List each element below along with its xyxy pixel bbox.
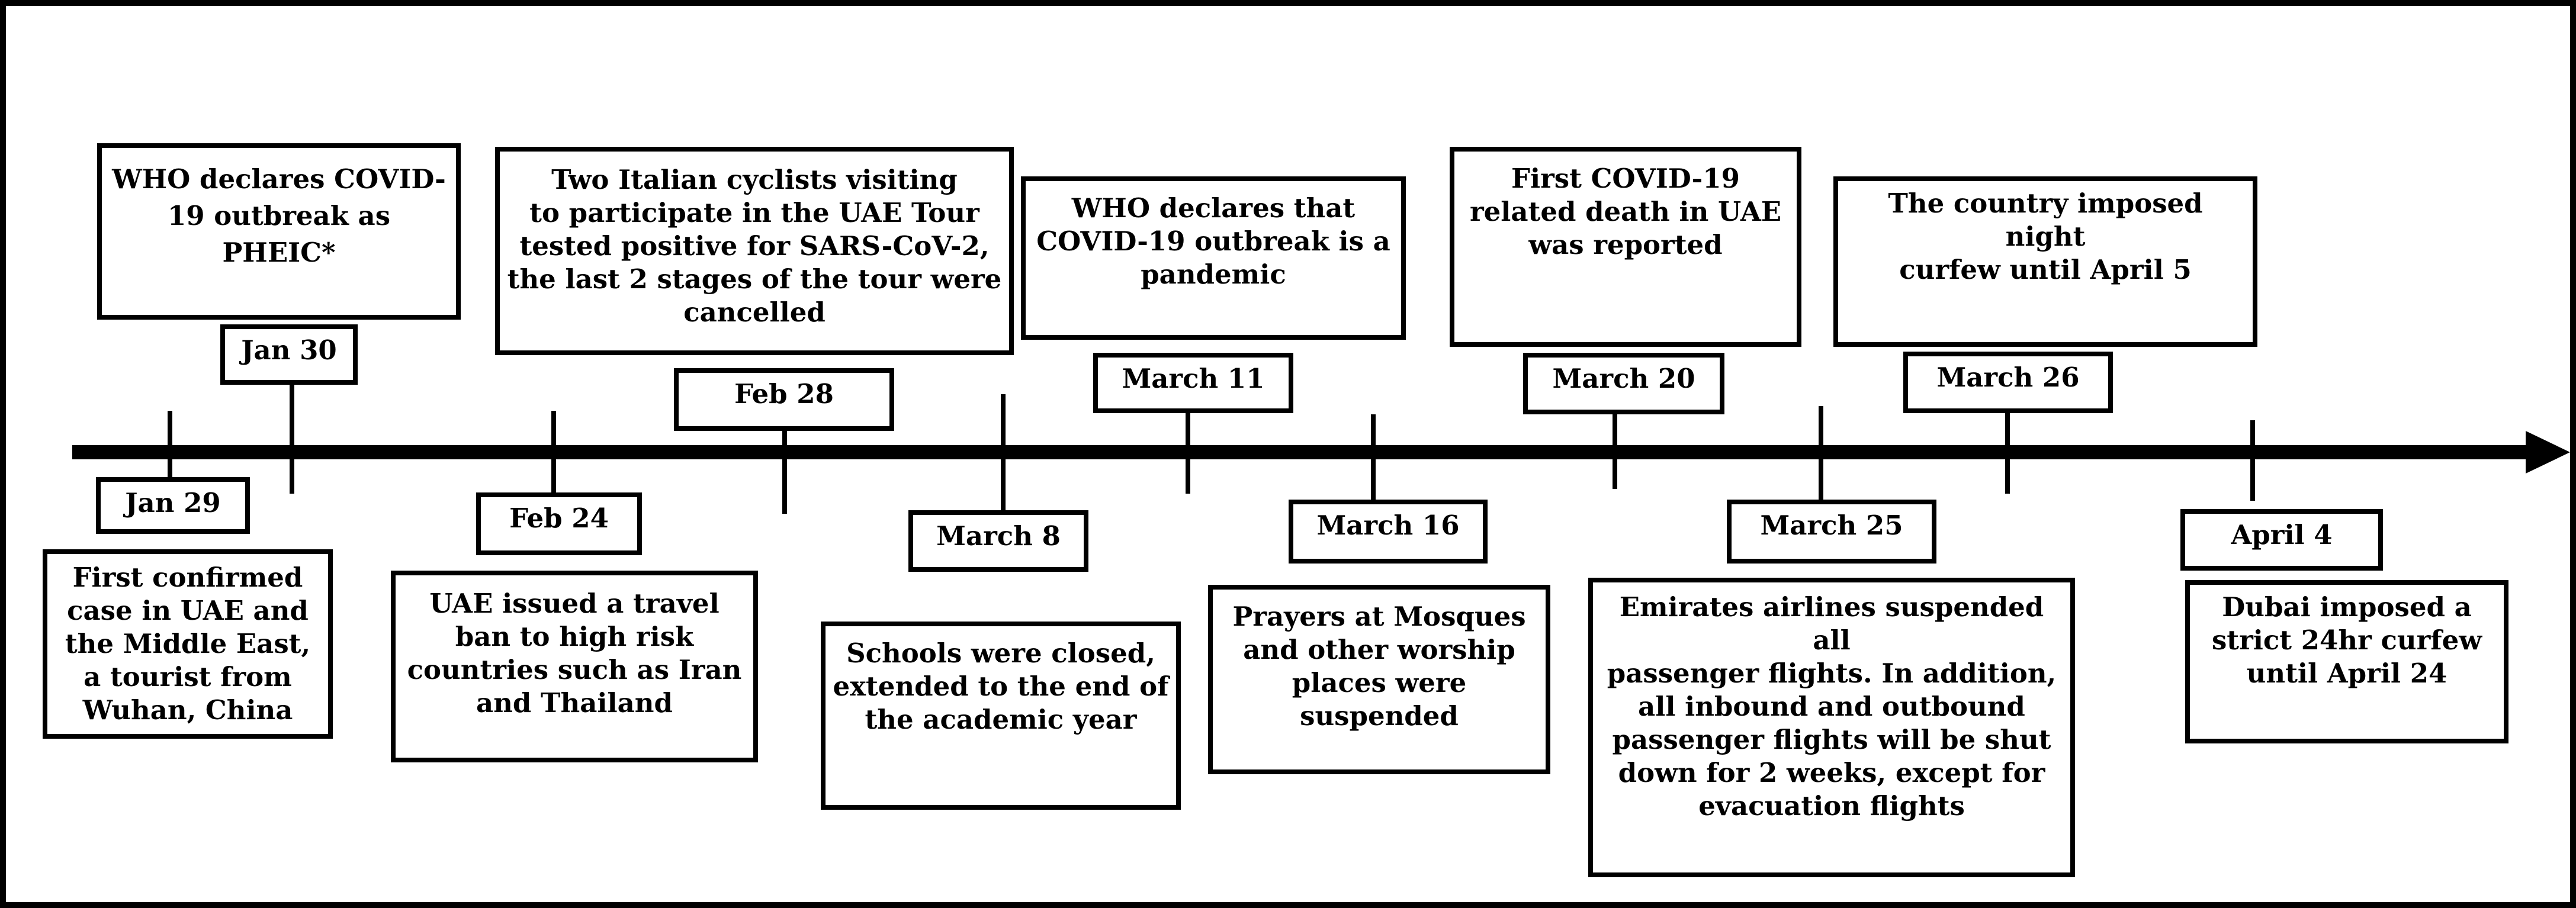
date-label-april-4: April 4 <box>2180 509 2383 571</box>
event-text-line: COVID-19 outbreak is a <box>1036 226 1390 257</box>
event-text-line: Prayers at Mosques <box>1232 601 1526 632</box>
event-text-line: places were <box>1292 667 1467 698</box>
event-text-line: First COVID-19 <box>1511 163 1740 194</box>
event-text-line: the Middle East, <box>65 628 311 659</box>
event-box-march-20: First COVID-19 related death in UAE was … <box>1450 147 1801 347</box>
event-box-jan-30: WHO declares COVID- 19 outbreak as PHEIC… <box>97 143 461 320</box>
event-text-line: Two Italian cyclists visiting <box>551 164 958 195</box>
event-text-line: 19 outbreak as <box>167 200 391 231</box>
event-text-line: cancelled <box>683 297 826 328</box>
date-label-jan-29: Jan 29 <box>96 477 250 534</box>
event-box-march-16: Prayers at Mosques and other worship pla… <box>1208 585 1550 774</box>
tick-april-4 <box>2250 420 2255 501</box>
tick-march-16 <box>1371 414 1376 503</box>
event-text-line: a tourist from <box>83 661 292 693</box>
event-box-march-11: WHO declares that COVID-19 outbreak is a… <box>1021 176 1406 340</box>
timeline-axis <box>72 431 2570 474</box>
event-text-line: tested positive for SARS-CoV-2, <box>519 230 990 262</box>
date-label-feb-24: Feb 24 <box>476 492 642 555</box>
event-text-line: evacuation flights <box>1698 790 1965 822</box>
event-box-april-4: Dubai imposed a strict 24hr curfew until… <box>2185 580 2508 743</box>
event-text-line: WHO declares that <box>1071 192 1356 224</box>
event-box-march-8: Schools were closed, extended to the end… <box>821 622 1181 810</box>
date-label-march-20: March 20 <box>1523 353 1724 414</box>
event-text-line: The country imposed night <box>1888 188 2203 252</box>
tick-march-26 <box>2005 407 2010 494</box>
event-text-line: UAE issued a travel <box>429 588 720 619</box>
tick-march-11 <box>1186 410 1190 494</box>
date-label-march-26: March 26 <box>1903 352 2113 413</box>
event-text-line: WHO declares COVID- <box>112 163 446 195</box>
date-label-march-8: March 8 <box>908 510 1088 572</box>
event-text-line: all inbound and outbound <box>1638 691 2025 722</box>
event-box-jan-29: First confirmed case in UAE and the Midd… <box>43 549 333 739</box>
event-text-line: First confirmed <box>72 562 303 593</box>
event-text-line: passenger flights will be shut <box>1612 724 2051 755</box>
date-label-march-25: March 25 <box>1727 500 1936 564</box>
date-label-march-16: March 16 <box>1289 500 1488 564</box>
event-text-line: extended to the end of <box>833 671 1169 702</box>
event-text-line: Dubai imposed a <box>2222 591 2472 623</box>
event-text-line: and Thailand <box>476 687 673 719</box>
date-label-jan-30: Jan 30 <box>220 324 358 385</box>
event-text-line: Emirates airlines suspended all <box>1619 591 2044 656</box>
tick-march-25 <box>1819 406 1823 505</box>
event-text-line: until April 24 <box>2246 658 2447 689</box>
timeline-arrowhead <box>2526 431 2570 474</box>
tick-jan-30 <box>290 382 294 494</box>
event-text-line: suspended <box>1300 700 1459 732</box>
event-text-line: the academic year <box>865 704 1137 735</box>
event-box-feb-24: UAE issued a travel ban to high risk cou… <box>391 571 758 762</box>
timeline-line <box>72 445 2537 459</box>
tick-march-8 <box>1001 394 1006 513</box>
event-text-line: was reported <box>1528 229 1723 260</box>
tick-feb-28 <box>782 426 787 514</box>
event-box-march-25: Emirates airlines suspended all passenge… <box>1588 578 2075 877</box>
event-text-line: related death in UAE <box>1469 196 1782 227</box>
event-text-line: to participate in the UAE Tour <box>529 197 979 228</box>
tick-feb-24 <box>551 411 556 494</box>
event-text-line: strict 24hr curfew <box>2211 624 2482 656</box>
event-text-line: countries such as Iran <box>407 654 742 685</box>
tick-jan-29 <box>168 411 172 482</box>
event-text-line: ban to high risk <box>455 621 694 652</box>
event-text-line: Wuhan, China <box>82 694 293 726</box>
event-text-line: case in UAE and <box>67 595 309 626</box>
event-box-feb-28: Two Italian cyclists visiting to partici… <box>495 147 1014 355</box>
tick-march-20 <box>1613 401 1617 489</box>
event-text-line: pandemic <box>1141 259 1286 290</box>
event-text-line: the last 2 stages of the tour were <box>507 263 1002 295</box>
event-text-line: down for 2 weeks, except for <box>1618 757 2045 788</box>
event-text-line: and other worship <box>1243 634 1515 665</box>
date-label-march-11: March 11 <box>1093 353 1293 413</box>
event-text-line: passenger flights. In addition, <box>1607 658 2057 689</box>
date-label-feb-28: Feb 28 <box>674 368 894 431</box>
event-text-line: curfew until April 5 <box>1899 254 2192 285</box>
event-text-line: PHEIC* <box>222 237 336 268</box>
event-text-line: Schools were closed, <box>846 637 1155 669</box>
event-box-march-26: The country imposed night curfew until A… <box>1833 176 2257 347</box>
